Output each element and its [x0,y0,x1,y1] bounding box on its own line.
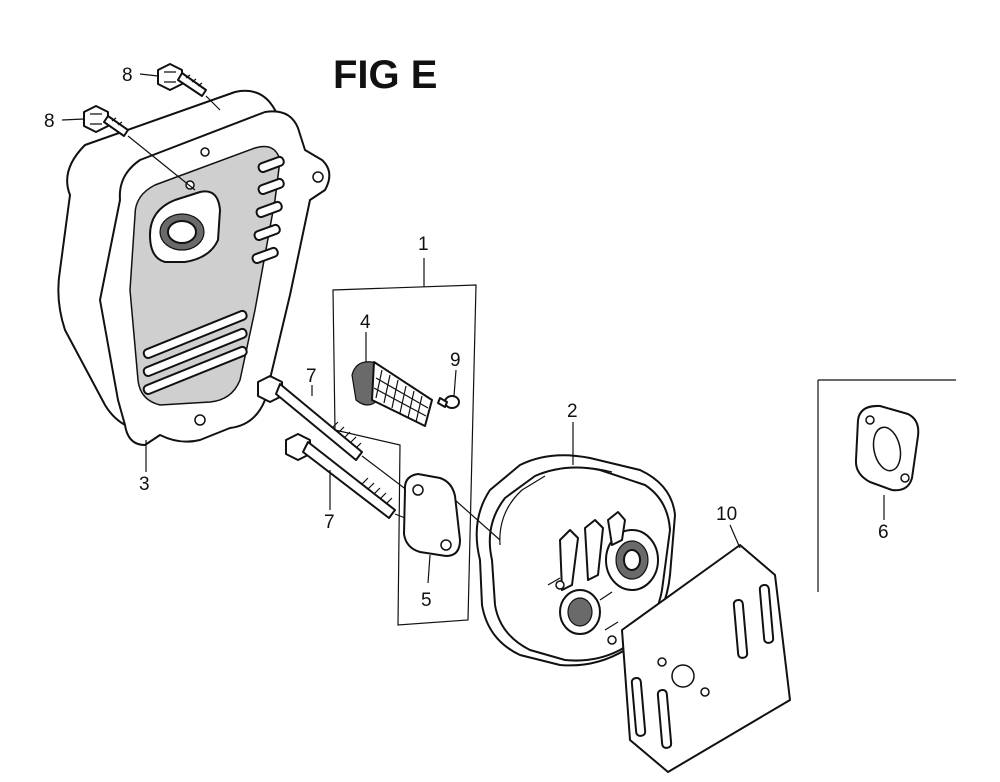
part-4-spark-arrester [351,361,433,427]
part-6-gasket [854,404,920,492]
leader-10 [729,524,741,549]
part-10-plate [621,544,791,773]
callout-8-lower: 8 [44,111,55,132]
part-5-gasket [403,473,461,557]
callout-6: 6 [878,522,889,543]
callout-7-lower: 7 [324,512,335,533]
callout-3: 3 [139,474,150,495]
part-8-bolt-upper [157,63,207,97]
bolt-8-path [127,135,196,191]
part-8-bolt-lower [83,105,129,137]
figure-title: FIG E [333,53,437,97]
leader-9 [453,369,457,397]
callout-7-upper: 7 [306,366,317,387]
part-7-bolt-upper [257,375,363,461]
callout-2: 2 [567,401,578,422]
callout-9: 9 [450,350,461,371]
leader-5 [427,554,431,584]
leader-8-lower [61,118,85,121]
leader-8-upper [139,73,159,77]
callout-10: 10 [716,504,737,525]
part-7-bolt-lower [285,433,396,519]
part-2-muffler [475,454,676,667]
callout-5: 5 [421,590,432,611]
gasket-to-muffler-line [454,499,501,541]
kit-1-bracket [332,284,477,626]
callout-8-upper: 8 [122,65,133,86]
part-3-muffler-protector [57,89,331,446]
part-9-screw [437,395,460,409]
bolt-8-path-upper [205,95,221,111]
callout-4: 4 [360,312,371,333]
callout-1: 1 [418,234,429,255]
